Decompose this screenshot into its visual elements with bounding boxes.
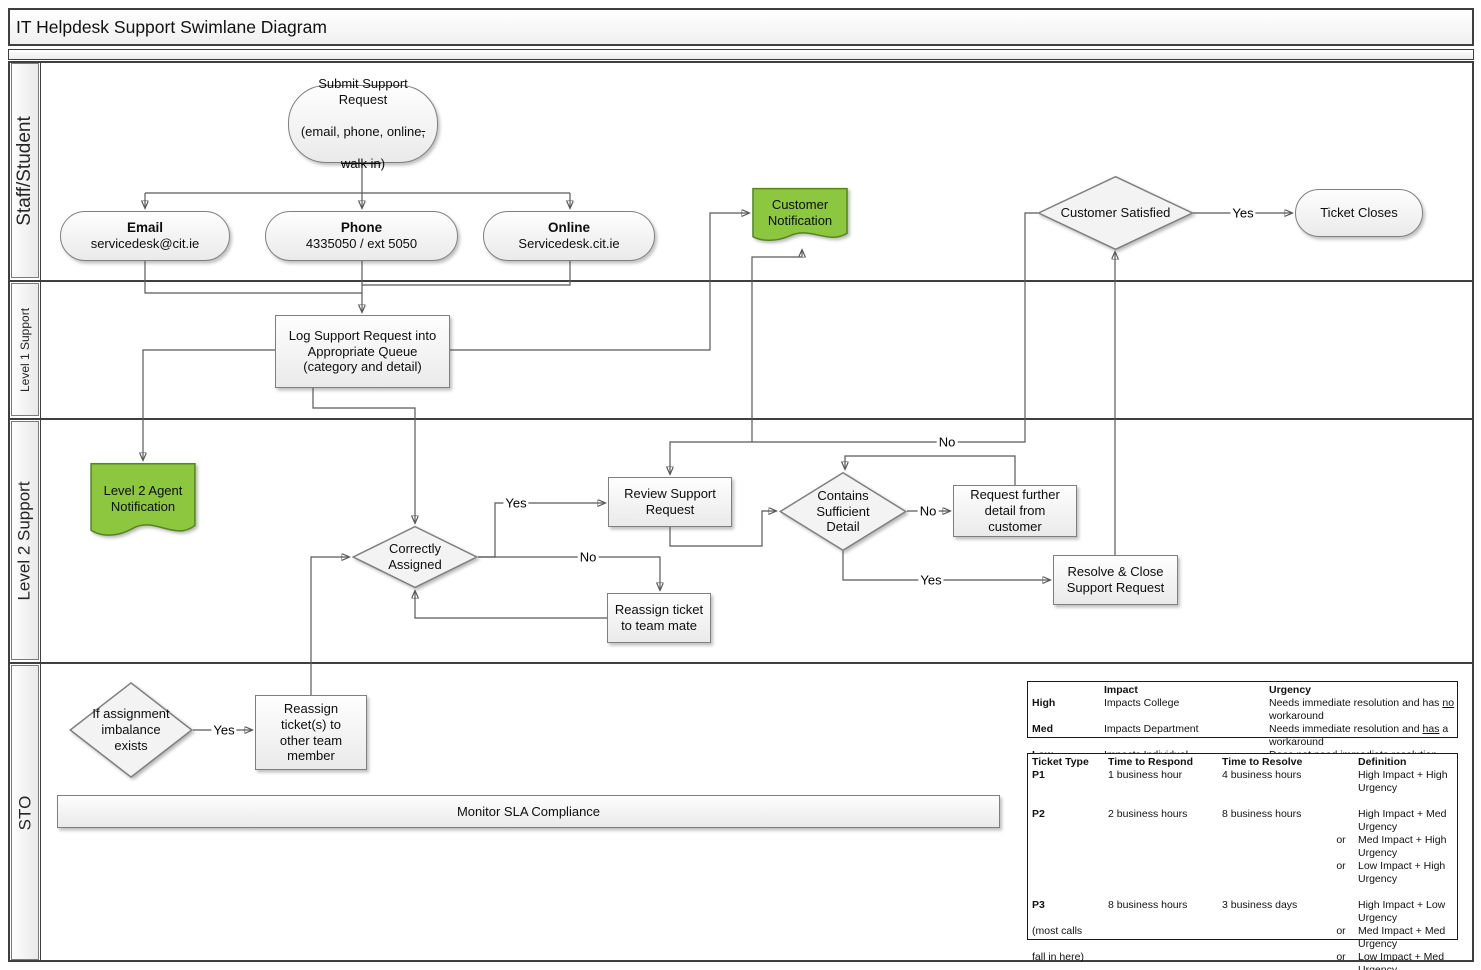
table-row: Ticket Type Time to Respond Time to Reso… xyxy=(1032,756,1407,768)
lane-label-divider xyxy=(40,61,41,962)
edge-label-yes-contains-detail: Yes xyxy=(918,572,944,588)
table-row: P1 1 business hour 4 business hours High… xyxy=(1032,769,1448,794)
table-row: High Impacts College Needs immediate res… xyxy=(1032,697,1455,722)
level2-agent-notification-shape: Level 2 Agent Notification xyxy=(90,463,196,543)
lane-label-sto: STO xyxy=(11,665,39,960)
lane-separator xyxy=(8,418,1474,420)
table-row: or Low Impact + High Urgency xyxy=(1336,860,1446,885)
edge-label-no-customer-satisfied: No xyxy=(936,434,958,450)
diagram-title-bar: IT Helpdesk Support Swimlane Diagram xyxy=(8,8,1474,46)
reassign-tickets-other-member-shape: Reassign ticket(s) to other team member xyxy=(255,695,367,770)
contains-sufficient-detail-decision: Contains Sufficient Detail xyxy=(779,472,907,551)
reassign-ticket-teammate-shape: Reassign ticket to team mate xyxy=(607,593,711,643)
table-row: or Med Impact + High Urgency xyxy=(1336,834,1447,859)
edge-label-yes-correctly-assigned: Yes xyxy=(503,495,529,511)
lane-label-level2-support: Level 2 Support xyxy=(11,421,39,660)
lane-separator xyxy=(8,280,1474,282)
lane-label-staff-student: Staff/Student xyxy=(11,63,39,278)
lane-separator xyxy=(8,662,1474,664)
request-further-detail-shape: Request further detail from customer xyxy=(953,485,1077,537)
table-row: (most calls or Med Impact + Med Urgency xyxy=(1032,925,1446,950)
table-row: P2 2 business hours 8 business hours Hig… xyxy=(1032,808,1447,833)
review-support-request-shape: Review Support Request xyxy=(608,477,732,527)
correctly-assigned-decision: Correctly Assigned xyxy=(352,526,478,588)
ticket-closes-shape: Ticket Closes xyxy=(1295,189,1423,237)
submit-support-request-shape: Submit Support Request (email, phone, on… xyxy=(288,76,438,171)
edge-label-yes-imbalance: Yes xyxy=(211,722,237,738)
monitor-sla-compliance-bar: Monitor SLA Compliance xyxy=(57,795,1000,828)
log-support-request-shape: Log Support Request into Appropriate Que… xyxy=(275,315,450,388)
edge-label-no-correctly-assigned: No xyxy=(577,549,599,565)
phase-strip xyxy=(8,49,1474,60)
resolve-close-request-shape: Resolve & Close Support Request xyxy=(1053,555,1178,605)
table-row: Impact Urgency xyxy=(1104,684,1312,696)
table-row: P3 8 business hours 3 business days High… xyxy=(1032,899,1446,924)
customer-satisfied-decision: Customer Satisfied xyxy=(1037,176,1194,250)
table-row-spacer xyxy=(1032,795,1457,808)
ticket-priority-table: Ticket Type Time to Respond Time to Reso… xyxy=(1027,753,1458,970)
table-row-spacer xyxy=(1032,886,1457,899)
table-row: fall in here) or Low Impact + Med Urgenc… xyxy=(1032,951,1445,970)
assignment-imbalance-decision: If assignment imbalance exists xyxy=(69,682,193,778)
page-title: IT Helpdesk Support Swimlane Diagram xyxy=(16,16,327,37)
lane-label-level1-support: Level 1 Support xyxy=(11,283,39,416)
impact-urgency-table: Impact Urgency High Impacts College Need… xyxy=(1027,681,1458,761)
edge-label-no-contains-detail: No xyxy=(917,503,939,519)
customer-notification-shape: Customer Notification xyxy=(752,188,848,246)
table-row: Med Impacts Department Needs immediate r… xyxy=(1032,723,1449,748)
edge-label-yes-customer-satisfied: Yes xyxy=(1230,205,1256,221)
